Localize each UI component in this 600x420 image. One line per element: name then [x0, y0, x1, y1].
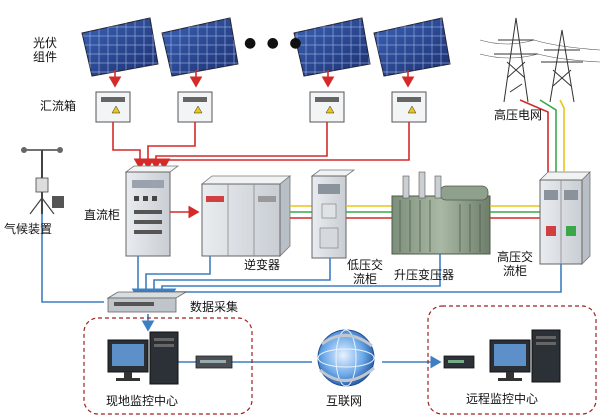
pv-panel-4 — [373, 17, 451, 77]
hv-ac-cabinet-label: 高压交流柜 — [496, 250, 533, 278]
combiner-box-2 — [177, 91, 213, 123]
pv-panel-1 — [81, 17, 159, 77]
transmission-wires — [479, 39, 600, 63]
transformer-unit — [391, 171, 491, 255]
transformer-to-hv-lines — [490, 205, 540, 219]
network-switch — [195, 355, 233, 369]
hv-tower-right — [541, 29, 583, 103]
step-up-transformer-label: 升压变压器 — [394, 268, 455, 282]
lv-ac-cabinet-label: 低压交流柜 — [346, 258, 383, 286]
inverter-to-lv-lines — [290, 205, 312, 219]
dc-cabinet-unit — [124, 165, 180, 257]
weather-station — [21, 147, 64, 215]
remote-computer — [489, 329, 561, 383]
local-monitoring-center-label: 现地监控中心 — [106, 394, 179, 408]
panel-to-combiner-arrows — [108, 70, 415, 88]
combiner-to-dc-lines — [112, 122, 410, 170]
data-acquisition-switch — [106, 291, 188, 313]
local-computer — [107, 331, 179, 385]
hv-tower-left — [494, 17, 538, 103]
combiner-box-4 — [391, 91, 427, 123]
ellipsis-dots: ● ● ● — [244, 35, 305, 51]
hv-to-grid-lines — [519, 99, 565, 172]
hv-grid-label: 高压电网 — [494, 108, 543, 122]
pv-panel-2 — [161, 17, 239, 77]
internet-globe — [317, 329, 375, 387]
remote-monitoring-center-label: 远程监控中心 — [466, 392, 539, 406]
weather-station-label: 气候装置 — [4, 222, 53, 236]
pv-panel-3 — [293, 17, 371, 77]
hv-ac-cabinet-unit — [539, 171, 591, 265]
pv-modules-label: 光伏组件 — [32, 36, 57, 64]
data-acquisition-label: 数据采集 — [190, 300, 239, 314]
combiner-box-3 — [309, 91, 345, 123]
dc-cabinet-label: 直流柜 — [84, 208, 121, 222]
remote-center-boundary — [427, 305, 597, 415]
lv-to-transformer-lines — [346, 205, 392, 219]
remote-router — [443, 355, 475, 369]
internet-label: 互联网 — [326, 394, 363, 408]
combiner-box-1 — [95, 91, 131, 123]
inverter-label: 逆变器 — [244, 258, 281, 272]
combiner-box-label: 汇流箱 — [40, 99, 77, 113]
lv-ac-cabinet-unit — [310, 169, 356, 259]
local-center-boundary — [83, 317, 253, 415]
inverter-unit — [200, 175, 292, 257]
